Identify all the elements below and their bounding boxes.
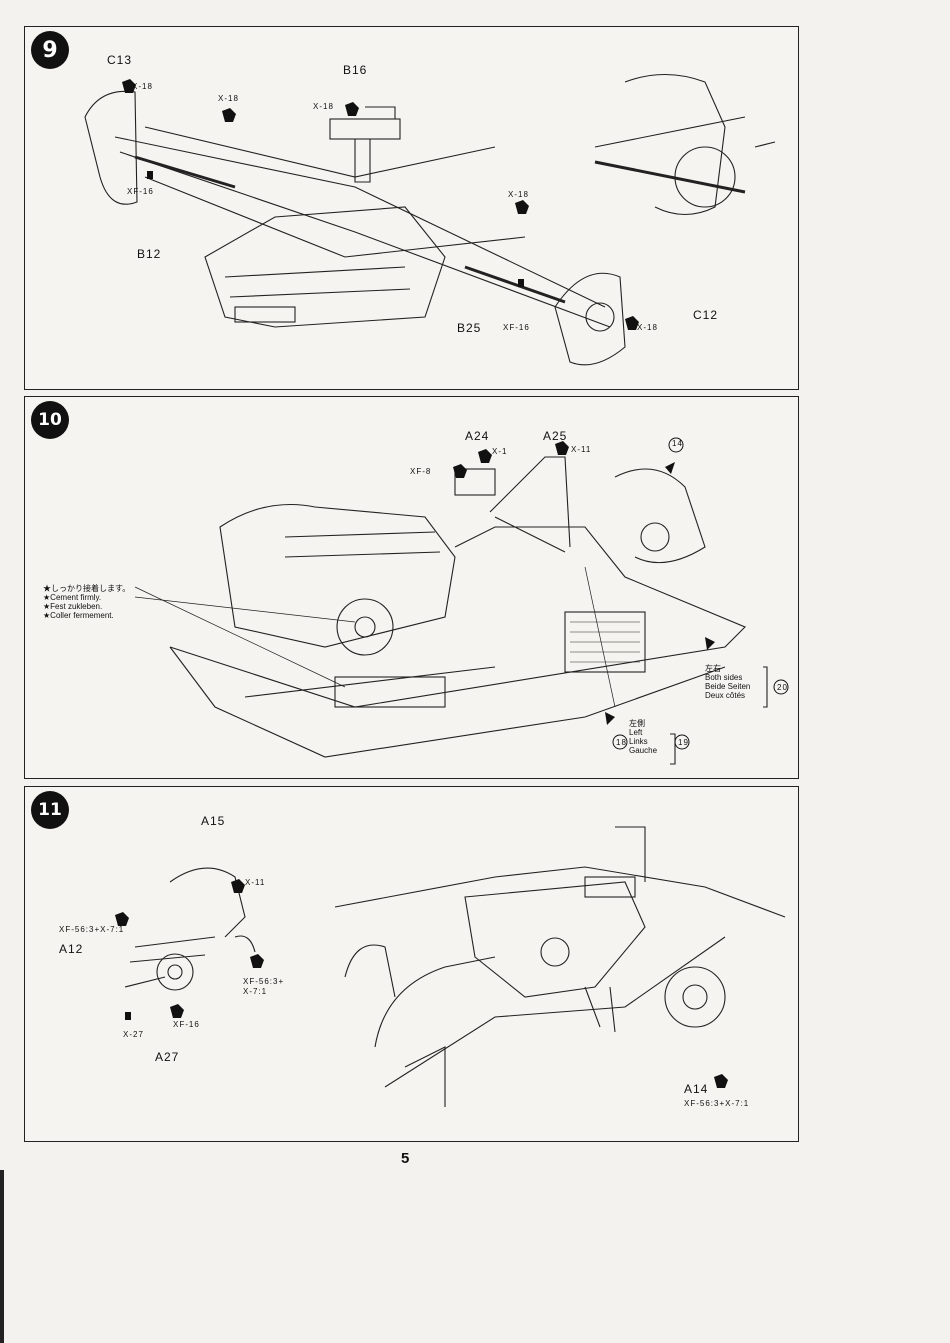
ref-20: 20 bbox=[777, 683, 788, 692]
label-b16: B16 bbox=[343, 63, 367, 77]
label-a15: A15 bbox=[201, 814, 225, 828]
step-11-illustration bbox=[25, 787, 798, 1141]
label-x18-d: X-18 bbox=[508, 190, 529, 199]
label-x18-c: X-18 bbox=[313, 102, 334, 111]
label-a14: A14 bbox=[684, 1082, 708, 1096]
scan-edge bbox=[0, 1170, 4, 1343]
label-xf8: XF-8 bbox=[410, 467, 431, 476]
ref-19: 19 bbox=[678, 738, 689, 747]
cement-note-de: ★Fest zukleben. bbox=[43, 602, 130, 611]
label-a24: A24 bbox=[465, 429, 489, 443]
label-mix-b2: X-7:1 bbox=[243, 987, 267, 996]
label-x18-b: X-18 bbox=[218, 94, 239, 103]
label-c12: C12 bbox=[693, 308, 718, 322]
label-x27: X-27 bbox=[123, 1030, 144, 1039]
left-jp: 左側 bbox=[629, 719, 657, 728]
left-en: Left bbox=[629, 728, 657, 737]
label-b12: B12 bbox=[137, 247, 161, 261]
left-de: Links bbox=[629, 737, 657, 746]
step-11-panel: 11 bbox=[24, 786, 799, 1142]
label-xf16: XF-16 bbox=[173, 1020, 200, 1029]
both-sides-fr: Deux côtés bbox=[705, 691, 750, 700]
label-b25: B25 bbox=[457, 321, 481, 335]
label-mix-c: XF-56:3+X-7:1 bbox=[684, 1099, 749, 1108]
both-sides-de: Beide Seiten bbox=[705, 682, 750, 691]
ref-14: 14 bbox=[672, 439, 683, 448]
left-fr: Gauche bbox=[629, 746, 657, 755]
page-number: 5 bbox=[401, 1150, 409, 1167]
label-a27: A27 bbox=[155, 1050, 179, 1064]
cement-note-jp: ★しっかり接着します。 bbox=[43, 584, 130, 593]
both-sides-note: 左右 Both sides Beide Seiten Deux côtés bbox=[705, 664, 750, 700]
label-xf16-b: XF-16 bbox=[503, 323, 530, 332]
label-x18-e: X-18 bbox=[637, 323, 658, 332]
step-9-panel: 9 bbox=[24, 26, 799, 390]
label-x11: X-11 bbox=[571, 445, 591, 454]
label-mix-a: XF-56:3+X-7:1 bbox=[59, 925, 124, 934]
label-mix-b1: XF-56:3+ bbox=[243, 977, 284, 986]
left-note: 左側 Left Links Gauche bbox=[629, 719, 657, 755]
label-x18-a: X-18 bbox=[132, 82, 153, 91]
step-10-illustration bbox=[25, 397, 798, 778]
label-x1: X-1 bbox=[492, 447, 507, 456]
cement-note: ★しっかり接着します。 ★Cement firmly. ★Fest zukleb… bbox=[43, 584, 130, 620]
both-sides-jp: 左右 bbox=[705, 664, 750, 673]
cement-note-fr: ★Coller fermement. bbox=[43, 611, 130, 620]
label-xf16-a: XF-16 bbox=[127, 187, 154, 196]
step-10-panel: 10 bbox=[24, 396, 799, 779]
cement-note-en: ★Cement firmly. bbox=[43, 593, 130, 602]
label-a12: A12 bbox=[59, 942, 83, 956]
both-sides-en: Both sides bbox=[705, 673, 750, 682]
label-c13: C13 bbox=[107, 53, 132, 67]
ref-18: 18 bbox=[616, 738, 627, 747]
label-x11: X-11 bbox=[245, 878, 265, 887]
label-a25: A25 bbox=[543, 429, 567, 443]
